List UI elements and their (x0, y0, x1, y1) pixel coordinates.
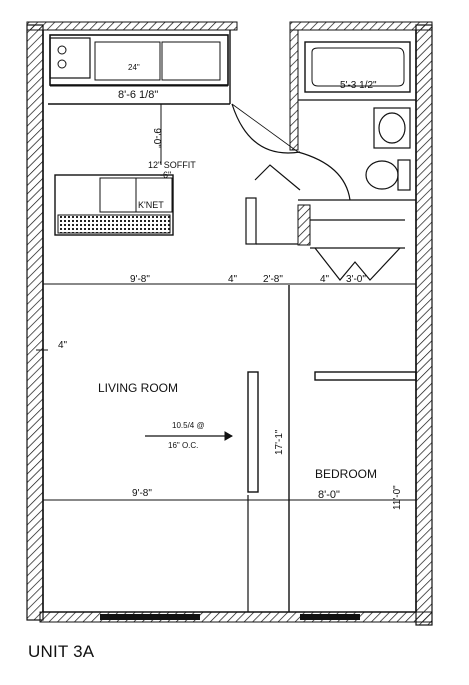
kitchenette-cabinet (54, 174, 174, 236)
bedroom-label: BEDROOM (315, 467, 377, 481)
soffit-label: 12" SOFFIT (148, 160, 196, 170)
unit-caption: UNIT 3A (28, 642, 95, 661)
left-wall (26, 24, 44, 621)
bottom-wall (39, 611, 433, 623)
dim-bottom-living: 9'-8" (132, 488, 152, 499)
dim-row-4b: 4" (320, 274, 330, 285)
right-wall (415, 24, 433, 626)
top-wall-left (26, 21, 238, 31)
bath-wall-left (289, 29, 299, 151)
bedroom-wall (314, 371, 417, 381)
dim-left-4: 4" (58, 340, 68, 351)
bifold-doors (314, 247, 401, 281)
labels: LIVING ROOM BEDROOM 8'-0" K'NET 12" SOFF… (58, 63, 403, 510)
bath-door-swing (231, 103, 301, 154)
dim-row-living: 9'-8" (130, 274, 150, 285)
bathtub (304, 41, 411, 93)
dim-top-counter: 8'-6 1/8" (118, 89, 158, 101)
dim-bedroom-depth: 11'-0" (392, 485, 403, 510)
interior-lines (36, 29, 417, 613)
dim-row-2-8: 2'-8" (263, 274, 283, 285)
toilet (365, 160, 399, 190)
dim-tub-small: 24" (128, 63, 140, 72)
bath-sink (373, 107, 411, 149)
closet-wall (297, 204, 311, 246)
joist-note-2: 16" O.C. (168, 441, 198, 450)
bottom-window-2 (300, 614, 360, 620)
kitchenette-label: K'NET (138, 200, 164, 210)
joist-note-1: 10.5/4 @ (172, 421, 205, 430)
closet-door-swing (254, 164, 301, 191)
top-wall-right (289, 21, 433, 31)
dim-bath-tub: 5'-3 1/2" (340, 80, 377, 91)
dim-height-17-1: 17'-1" (274, 429, 285, 455)
dim-row-3-0: 3'-0" (346, 274, 366, 285)
living-room-label: LIVING ROOM (98, 381, 178, 395)
exterior-walls (26, 21, 433, 626)
bottom-window (100, 614, 200, 620)
dim-row-4a: 4" (228, 274, 238, 285)
partition-stub (247, 371, 259, 493)
stove (49, 37, 91, 79)
bedroom-size: 8'-0" (318, 489, 340, 501)
dim-kitchen-depth: 9'-0" (151, 128, 162, 148)
soffit-offset: -6" (160, 170, 171, 180)
